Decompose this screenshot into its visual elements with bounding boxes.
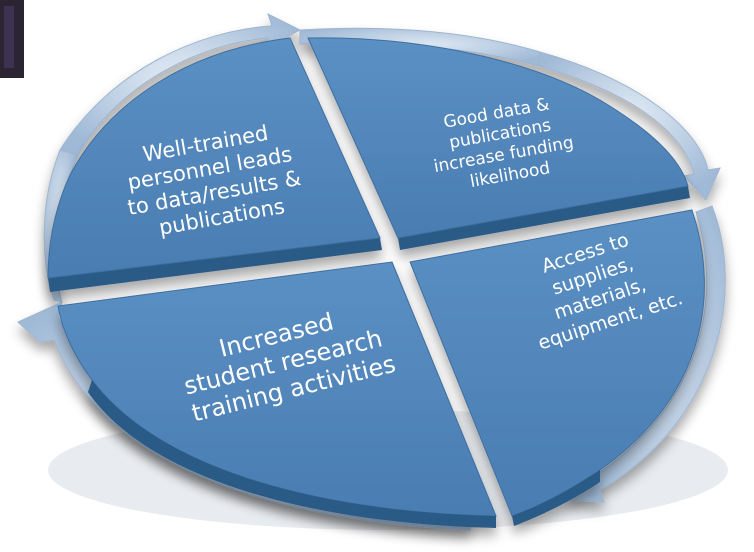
- quadrant-bottom-left-edge: [88, 380, 496, 528]
- quadrant-top-left: [47, 37, 382, 292]
- quadrant-bottom-right-shape: [409, 209, 705, 517]
- quadrant-top-right-shape: [307, 37, 689, 239]
- arrow-right: [537, 51, 721, 201]
- quadrant-top-right-edge: [398, 186, 690, 250]
- quadrant-bottom-right: [409, 209, 705, 526]
- quadrant-bottom-left: [57, 261, 497, 528]
- quadrant-bottom-right-edge: [512, 470, 600, 526]
- quadrant-top-left-shape: [47, 37, 381, 279]
- corner-image-detail: [4, 6, 14, 68]
- quadrant-top-right: [307, 37, 690, 250]
- quadrant-top-left-edge: [48, 238, 382, 292]
- quadrants: [47, 37, 705, 528]
